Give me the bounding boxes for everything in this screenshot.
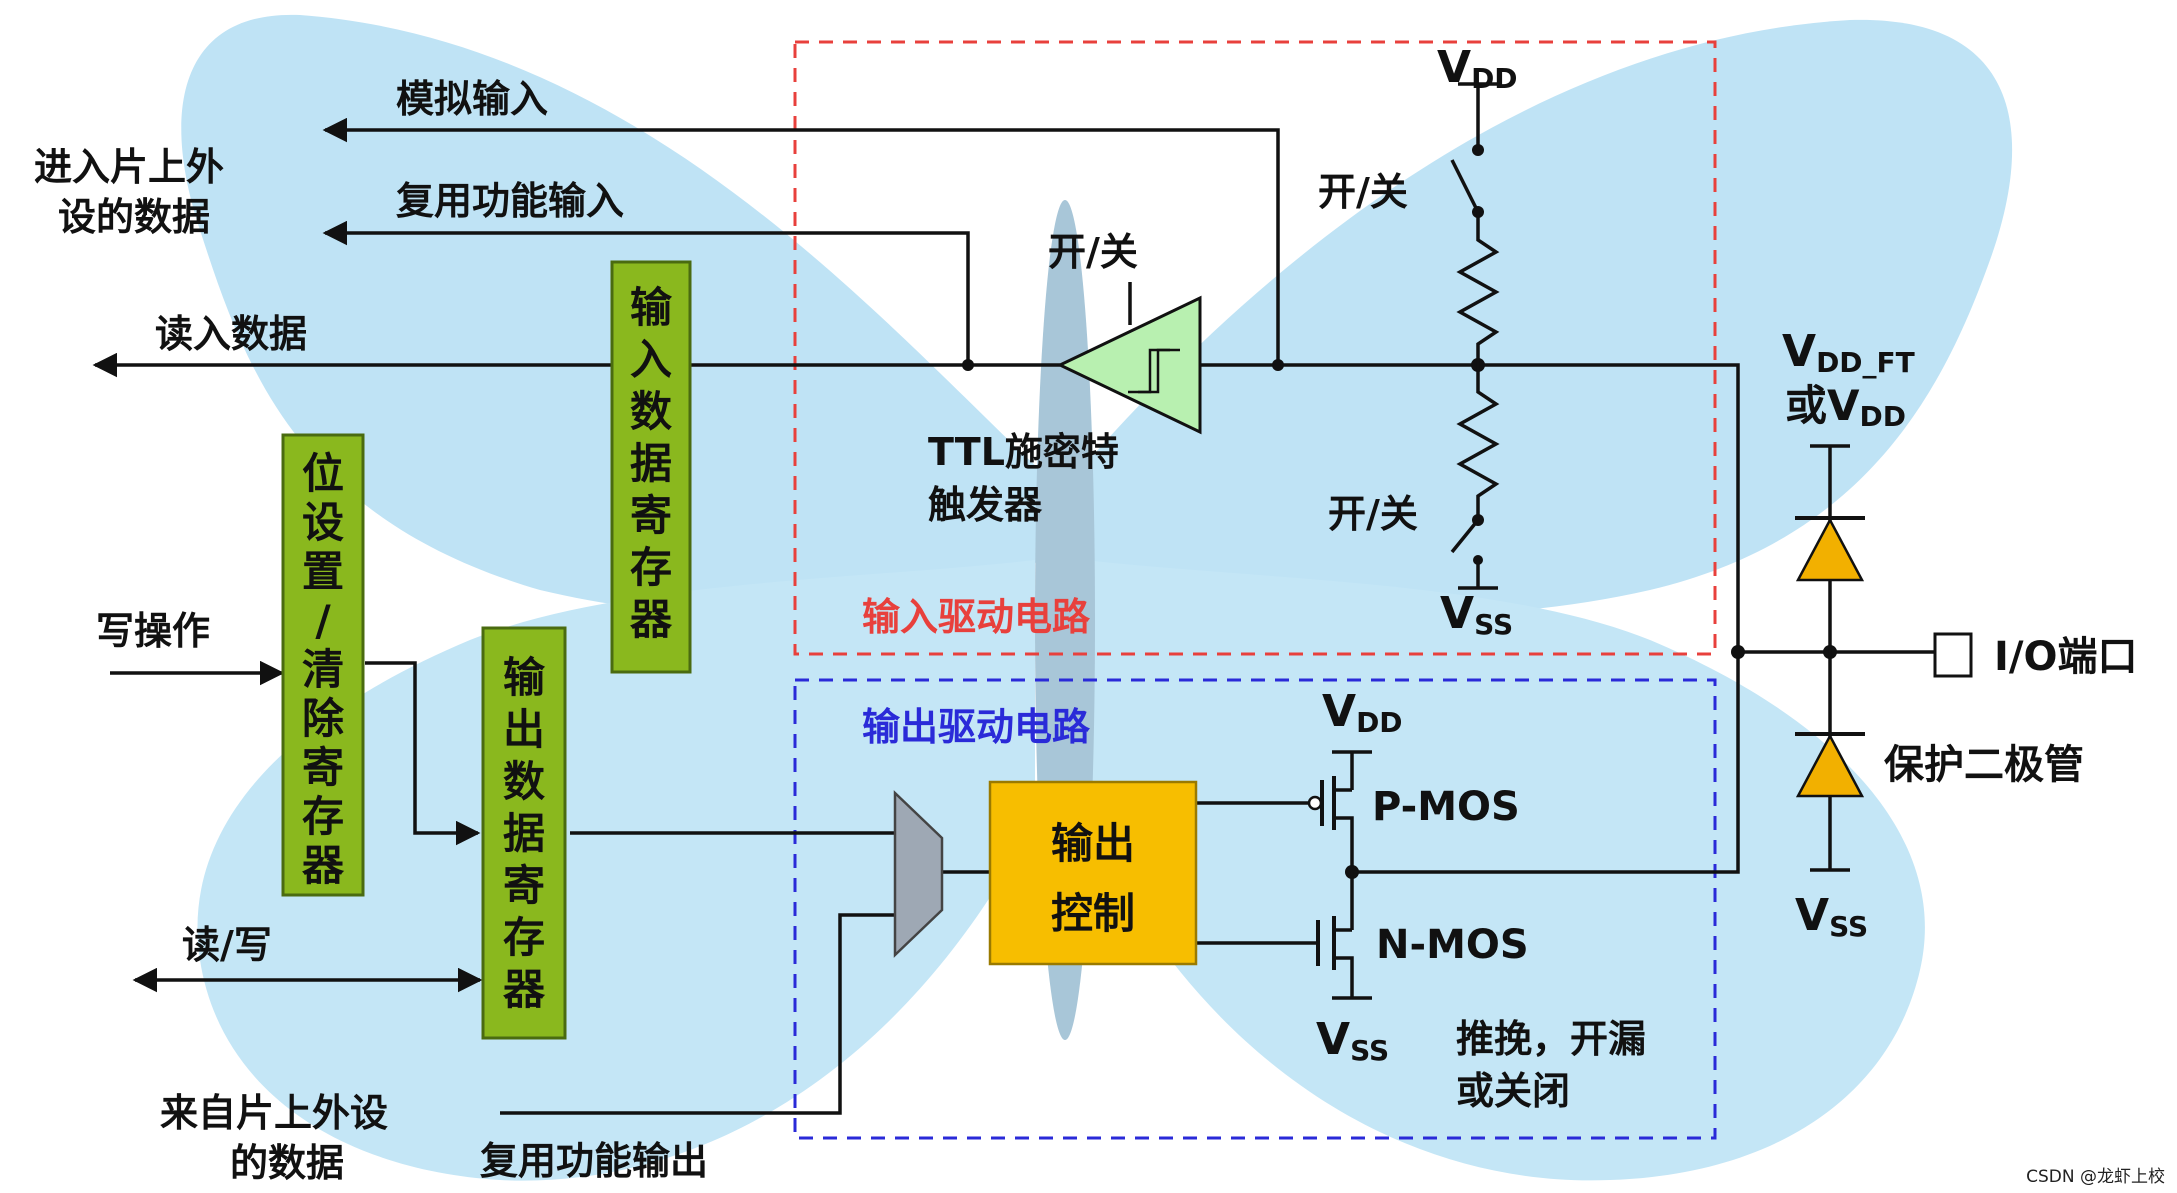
pullup-switch-icon [1450,159,1480,213]
schmitt-switch-label: 开/关 [1048,230,1138,274]
upper-right-wing [1080,19,2013,616]
pulldown-resistor-icon [1456,365,1500,520]
svg-text:输: 输 [503,653,546,702]
protect-diode-label: 保护二极管 [1884,742,2084,788]
pulldown-switch-icon [1450,518,1480,554]
io-port-label: I/O端口 [1994,634,2138,680]
schmitt-buffer-icon [1056,295,1202,435]
alt-func-input-label: 复用功能输入 [396,179,624,223]
nmos-label: N-MOS [1376,922,1529,968]
svg-text:寄: 寄 [503,861,545,910]
protection-diodes [1731,444,1973,872]
vss-diode-label: VSS [1795,890,1868,943]
svg-text:设: 设 [302,498,344,547]
io-section-labels: VDD_FT 或VDD I/O端口 保护二极管 VSS [1782,326,2138,943]
input-data-register: 输 入 数 据 寄 存 器 [610,260,692,674]
input-section-labels: 开/关 TTL施密特 触发器 开/关 开/关 输入驱动电路 VDD VSS [862,42,1518,641]
lower-right-wing [1085,560,1925,1181]
svg-text:/: / [315,596,331,645]
svg-text:数: 数 [630,387,672,436]
svg-text:器: 器 [503,965,546,1014]
output-ctrl-label-1: 输出 [1051,819,1135,868]
lower-diode-icon [1795,733,1865,798]
svg-text:存: 存 [630,543,672,592]
mode-label-1: 推挽，开漏 [1456,1017,1646,1061]
svg-text:入: 入 [630,335,672,384]
pullup-resistor-icon [1456,212,1500,365]
output-section-labels: 输出驱动电路 输出 控制 P-MOS N-MOS 推挽，开漏 或关闭 VDD V… [862,686,1646,1113]
vdd-out-label: VDD [1322,686,1403,739]
pullup-switch-label: 开/关 [1318,170,1408,214]
from-periph-label-2: 的数据 [230,1141,344,1185]
schmitt-label-2: 触发器 [928,483,1043,527]
to-periph-label-1: 进入片上外 [34,145,224,189]
input-driver-box [793,40,1717,656]
output-driver-box [793,678,1717,1140]
pulldown-switch-label: 开/关 [1328,492,1418,536]
output-mux [893,790,944,958]
svg-text:据: 据 [503,809,545,858]
vddft-or-label: 或VDD [1785,381,1906,433]
butterfly-background [181,14,2013,1181]
analog-input-label: 模拟输入 [396,77,548,121]
svg-text:据: 据 [630,439,672,488]
mosfet-pair [1307,652,1740,1000]
svg-text:清: 清 [302,645,344,694]
svg-text:寄: 寄 [630,491,672,540]
alt-func-output-label: 复用功能输出 [480,1139,708,1183]
schmitt-trigger [1056,282,1202,435]
to-periph-label-2: 设的数据 [58,195,210,239]
output-control-block [988,780,1198,966]
input-reg-char: 输 [630,283,673,332]
svg-text:存: 存 [503,913,545,962]
watermark: CSDN @龙虾上校 [2026,1167,2165,1187]
input-driver-title: 输入驱动电路 [862,595,1091,639]
input-wires [92,117,1740,652]
vddft-label: VDD_FT [1782,326,1915,379]
signal-labels: 模拟输入 进入片上外 设的数据 复用功能输入 读入数据 写操作 读/写 来自片上… [34,77,708,1185]
write-op-label: 写操作 [96,609,210,653]
svg-text:寄: 寄 [302,743,344,792]
vdd-top-label: VDD [1437,42,1518,95]
svg-text:器: 器 [302,841,345,890]
read-write-label: 读/写 [182,923,272,967]
svg-text:器: 器 [630,595,673,644]
svg-text:数: 数 [503,757,545,806]
output-data-register: 输 出 数 据 寄 存 器 [481,626,567,1040]
svg-text:置: 置 [302,547,344,596]
svg-text:位: 位 [302,449,344,498]
output-wires [110,660,1318,1115]
read-in-label: 读入数据 [155,312,307,356]
output-ctrl-label-2: 控制 [1051,889,1135,938]
upper-diode-icon [1795,517,1865,582]
pmos-label: P-MOS [1372,784,1520,830]
from-periph-label-1: 来自片上外设 [160,1091,388,1135]
svg-text:存: 存 [302,792,344,841]
pull-resistor-network [1450,82,1500,590]
lower-left-wing [197,560,1035,1181]
svg-text:出: 出 [503,705,545,754]
bit-set-reset-register: 位 设 置 / 清 除 寄 存 器 [281,433,365,897]
svg-text:除: 除 [302,694,345,743]
vss-out-label: VSS [1316,1014,1389,1067]
schmitt-label-1: TTL施密特 [928,430,1119,474]
output-driver-title: 输出驱动电路 [862,705,1091,749]
io-pin-icon [1933,632,1973,678]
mode-label-2: 或关闭 [1456,1069,1570,1113]
vss-input-label: VSS [1440,588,1513,641]
